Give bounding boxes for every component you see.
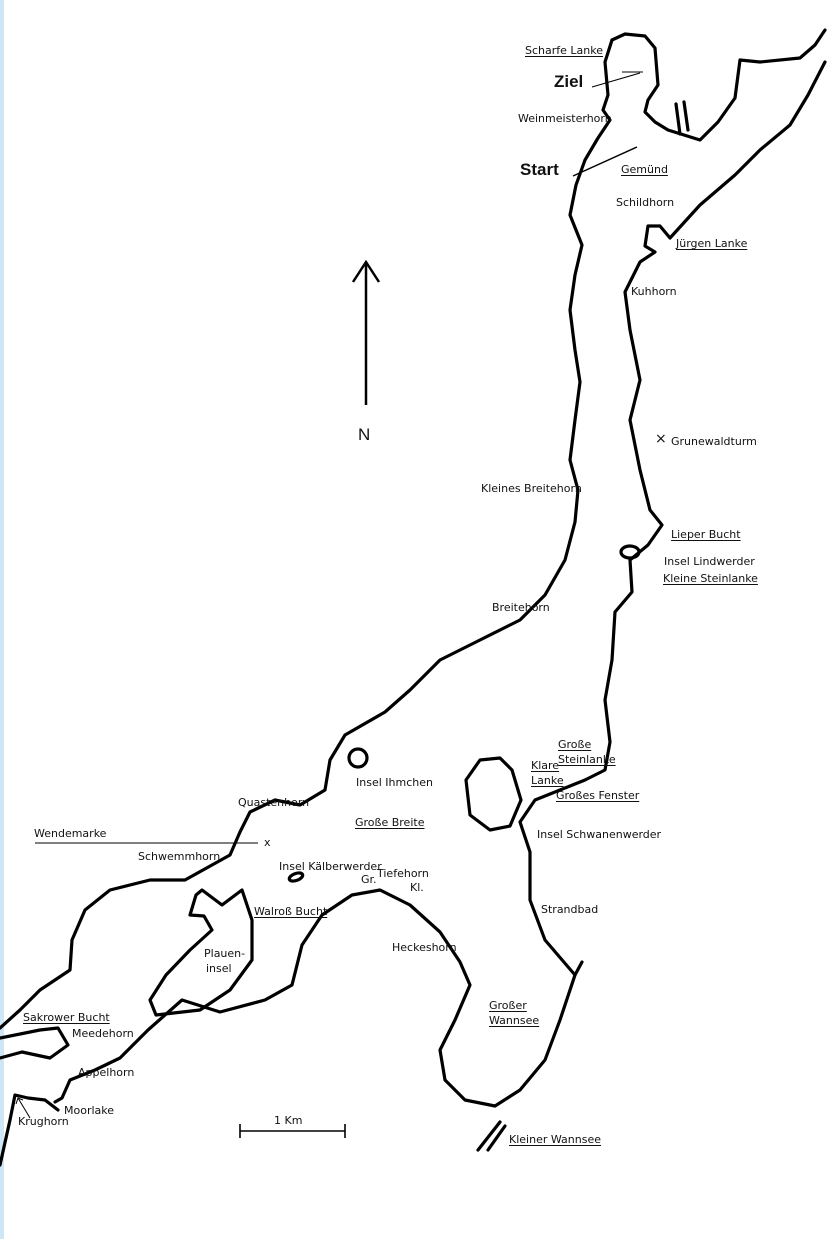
label-gr: Gr. [361,873,377,886]
insel-lindwerder [619,544,641,560]
label-sakrower-bucht: Sakrower Bucht [23,1011,110,1024]
wannsee-east-shore [573,960,584,977]
label-tiefehorn: Tiefehorn [377,867,429,880]
label-breitehorn: Breitehorn [492,601,550,614]
krughorn-shore [0,1093,60,1167]
label-gemuend: Gemünd [621,163,668,176]
left-edge-strip [0,0,4,1239]
kleiner-wannsee-shore-1 [476,1120,502,1152]
label-grunewaldturm: Grunewaldturm [671,435,757,448]
label-heckeshorn: Heckeshorn [392,941,457,954]
label-grosse-steinlanke-2: Steinlanke [558,753,616,766]
bridge-line-2 [682,100,690,132]
label-schwemmhorn: Schwemmhorn [138,850,221,863]
plaueninsel-island [148,888,254,1017]
label-grosses-fenster: Großes Fenster [556,789,640,802]
label-klare-lanke-1: Klare [531,759,560,772]
scale-bar [239,1124,346,1138]
label-lieper-bucht: Lieper Bucht [671,528,741,541]
label-insel-kaelberwerder: Insel Kälberwerder [279,860,382,873]
label-grosser-wannsee-2: Wannsee [489,1014,540,1027]
north-label: N [358,425,371,444]
krughorn-arrowhead [15,1097,24,1105]
sakrower-shore-1 [0,1026,70,1060]
bridge-line-1 [674,102,682,136]
label-grosse-breite: Große Breite [355,816,425,829]
label-insel-ihmchen: Insel Ihmchen [356,776,433,789]
label-strandbad: Strandbad [541,903,599,916]
label-kl: Kl. [410,881,424,894]
label-wendemarke: Wendemarke [34,827,107,840]
label-klare-lanke-2: Lanke [531,774,564,787]
krughorn-arrow [17,1097,31,1119]
label-start: Start [520,160,559,179]
label-kleines-breitehorn: Kleines Breitehorn [481,482,582,495]
label-kleiner-wannsee: Kleiner Wannsee [509,1133,601,1146]
label-scharfe-lanke: Scharfe Lanke [525,44,603,57]
ziel-pointer [591,72,641,88]
label-insel-lindwerder: Insel Lindwerder [664,555,755,568]
label-weinmeisterhorn: Weinmeisterhorn [518,112,612,125]
start-pointer [572,146,638,177]
label-walross-bucht: Walroß Bucht [254,905,328,918]
label-ziel: Ziel [554,72,584,91]
west-shoreline [0,38,614,1030]
east-shoreline [53,60,827,1108]
scharfe-lanke-shore [610,28,827,142]
label-kuhhorn: Kuhhorn [631,285,677,298]
insel-kaelberwerder [287,871,305,883]
schwanenwerder-island [464,756,523,832]
insel-ihmchen [347,747,369,769]
north-arrow [351,259,381,405]
kleiner-wannsee-shore-2 [486,1124,507,1152]
label-quastenhorn: Quastenhorn [238,796,310,809]
label-insel-schwanenwerder: Insel Schwanenwerder [537,828,662,841]
label-meedehorn: Meedehorn [72,1027,134,1040]
label-appelhorn: Appelhorn [78,1066,135,1079]
label-moorlake: Moorlake [64,1104,115,1117]
scale-label: 1 Km [274,1114,303,1127]
label-schildhorn: Schildhorn [616,196,675,209]
grunewaldturm-mark: × [655,431,667,447]
label-kleine-steinlanke: Kleine Steinlanke [663,572,758,585]
label-plaueninsel-2: insel [206,962,232,975]
label-krughorn: Krughorn [18,1115,69,1128]
wendemarke-x: x [264,836,271,849]
label-plaueninsel-1: Plauen- [204,947,246,960]
label-grosser-wannsee-1: Großer [489,999,527,1012]
label-juergen-lanke: Jürgen Lanke [676,237,748,250]
label-grosse-steinlanke-1: Große [558,738,592,751]
